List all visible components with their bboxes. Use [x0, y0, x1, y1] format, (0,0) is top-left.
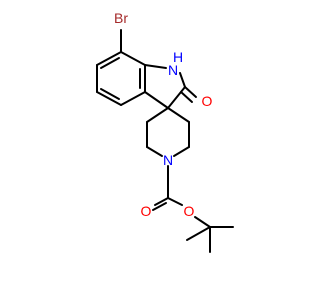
- bond: [146, 107, 169, 123]
- bond: [146, 146, 163, 157]
- molecule-diagram: Br H N O N O O: [96, 10, 234, 253]
- atom-n-indoline: N: [168, 62, 178, 78]
- bond: [100, 88, 120, 100]
- atom-n-piperidine: N: [163, 152, 173, 168]
- bond: [180, 91, 193, 103]
- atom-br: Br: [114, 10, 128, 26]
- bond: [167, 197, 183, 206]
- bond: [96, 91, 122, 106]
- atom-o-carbonyl: O: [141, 203, 152, 219]
- bond: [167, 107, 190, 123]
- bond: [152, 202, 167, 211]
- bond: [194, 216, 211, 228]
- bond: [179, 72, 186, 88]
- bond: [120, 51, 146, 66]
- atom-o-lactam: O: [202, 93, 213, 109]
- bond: [186, 226, 211, 241]
- bond: [154, 197, 169, 206]
- bond: [96, 51, 122, 66]
- bond: [144, 64, 167, 69]
- bond: [120, 91, 146, 106]
- bond: [184, 86, 197, 98]
- structure-canvas: Br H N O N O O: [96, 10, 234, 253]
- atom-h: H: [173, 49, 183, 65]
- atom-labels: Br H N O N O O: [114, 10, 213, 219]
- atom-o-ester: O: [184, 203, 195, 219]
- bonds: [96, 29, 234, 253]
- bond: [144, 91, 169, 109]
- bond: [167, 86, 186, 109]
- bond: [100, 57, 120, 69]
- bond: [173, 146, 190, 157]
